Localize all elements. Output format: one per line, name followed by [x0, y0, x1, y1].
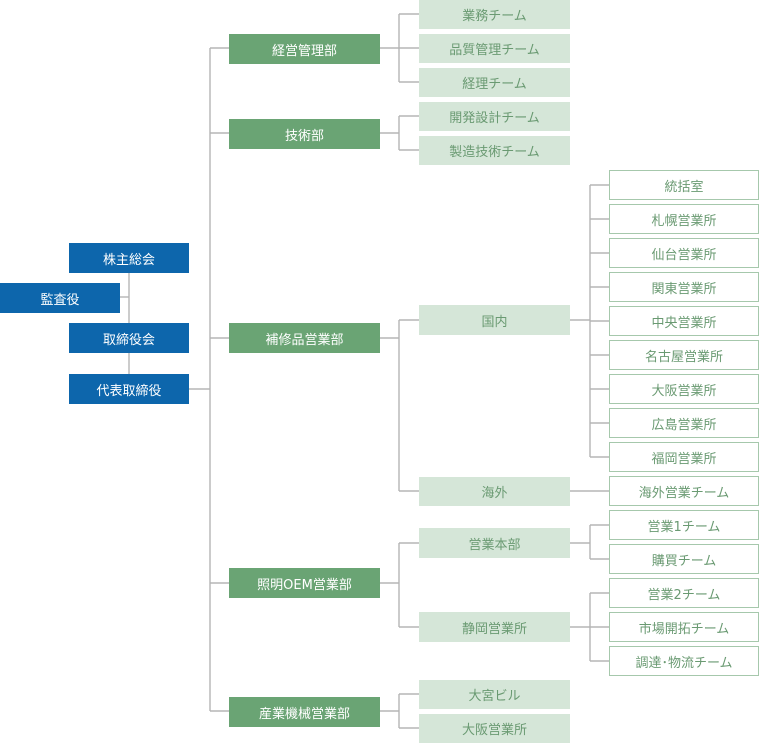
node-team-development-design: 開発設計チーム — [419, 102, 570, 131]
node-unit-nagoya: 名古屋営業所 — [609, 340, 759, 370]
node-dept-industrial-machinery-sales: 産業機械営業部 — [229, 697, 380, 727]
node-unit-procurement-logistics-team: 調達･物流チーム — [609, 646, 759, 676]
node-unit-sales-team-1: 営業1チーム — [609, 510, 759, 540]
node-section-domestic: 国内 — [419, 305, 570, 335]
node-unit-sales-team-2: 営業2チーム — [609, 578, 759, 608]
node-unit-market-development-team: 市場開拓チーム — [609, 612, 759, 642]
node-board-of-directors: 取締役会 — [69, 323, 189, 353]
node-unit-fukuoka: 福岡営業所 — [609, 442, 759, 472]
node-unit-sendai: 仙台営業所 — [609, 238, 759, 268]
node-unit-overseas-sales-team: 海外営業チーム — [609, 476, 759, 506]
node-team-accounting: 経理チーム — [419, 68, 570, 97]
node-team-manufacturing-tech: 製造技術チーム — [419, 136, 570, 165]
node-unit-hiroshima: 広島営業所 — [609, 408, 759, 438]
node-unit-general-office: 統括室 — [609, 170, 759, 200]
node-dept-management: 経営管理部 — [229, 34, 380, 64]
node-section-sales-hq: 営業本部 — [419, 528, 570, 558]
node-unit-purchasing-team: 購買チーム — [609, 544, 759, 574]
node-dept-lighting-oem-sales: 照明OEM営業部 — [229, 568, 380, 598]
node-dept-engineering: 技術部 — [229, 119, 380, 149]
node-section-overseas: 海外 — [419, 477, 570, 506]
node-unit-kanto: 関東営業所 — [609, 272, 759, 302]
node-shareholders-meeting: 株主総会 — [69, 243, 189, 273]
node-team-operations: 業務チーム — [419, 0, 570, 29]
node-unit-osaka: 大阪営業所 — [609, 374, 759, 404]
node-unit-chuo: 中央営業所 — [609, 306, 759, 336]
node-section-omiya-building: 大宮ビル — [419, 680, 570, 709]
node-dept-parts-sales: 補修品営業部 — [229, 323, 380, 353]
node-section-shizuoka-office: 静岡営業所 — [419, 612, 570, 642]
node-section-osaka-office: 大阪営業所 — [419, 714, 570, 743]
node-team-quality: 品質管理チーム — [419, 34, 570, 63]
node-auditor: 監査役 — [0, 283, 120, 313]
node-unit-sapporo: 札幌営業所 — [609, 204, 759, 234]
node-representative-director: 代表取締役 — [69, 374, 189, 404]
